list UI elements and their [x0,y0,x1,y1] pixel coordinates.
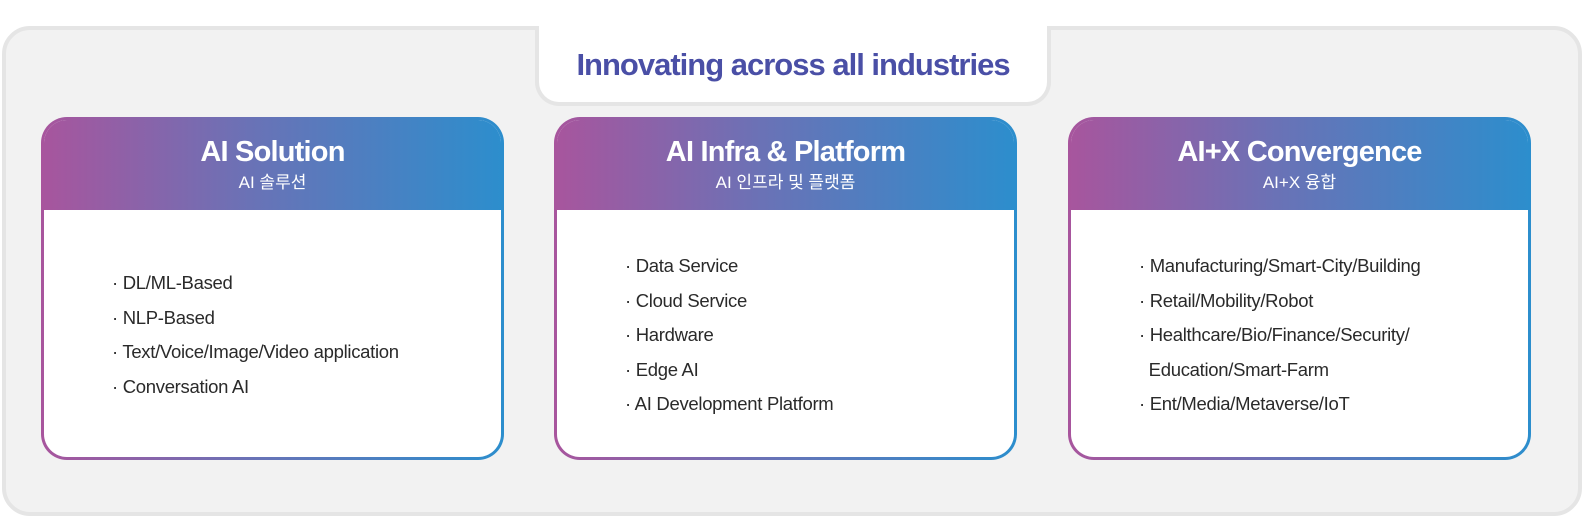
card-subtitle: AI 솔루션 [238,172,307,192]
list-item: · Retail/Mobility/Robot [1139,289,1314,311]
card-subtitle: AI 인프라 및 플랫폼 [715,172,856,192]
page-title: Innovating across all industries [576,47,1010,82]
list-item: · Data Service [625,255,739,276]
card-body: AI Solution AI 솔루션 · DL/ML-Based · NLP-B… [44,120,501,457]
card-title: AI Solution [200,135,345,168]
list-item: · Hardware [625,324,714,345]
card-subtitle: AI+X 융합 [1262,172,1337,192]
card-header: AI+X Convergence AI+X 융합 [1071,120,1528,210]
list-item: · Conversation AI [112,375,249,397]
list-item: · DL/ML-Based [112,272,233,293]
list-item: · NLP-Based [112,306,215,328]
list-item: · Cloud Service [625,289,747,311]
card-header: AI Infra & Platform AI 인프라 및 플랫폼 [557,120,1014,210]
card-body: AI+X Convergence AI+X 융합 · Manufacturing… [1071,120,1528,457]
list-item: · AI Development Platform [625,393,834,414]
card-title: AI+X Convergence [1177,135,1422,168]
title-tab: Innovating across all industries [535,26,1051,106]
card-item-list: · Manufacturing/Smart-City/Building · Re… [1139,249,1421,422]
card-header: AI Solution AI 솔루션 [44,120,501,210]
list-item: · Edge AI [625,358,699,380]
list-item: · Text/Voice/Image/Video application [112,341,399,362]
card-item-list: · DL/ML-Based · NLP-Based · Text/Voice/I… [112,266,399,404]
list-item: · Manufacturing/Smart-City/Building [1139,255,1421,276]
card-title: AI Infra & Platform [665,135,906,168]
list-item: · Healthcare/Bio/Finance/Security/ [1139,324,1410,345]
card-ai-x-convergence: AI+X Convergence AI+X 융합 · Manufacturing… [1068,117,1531,460]
card-item-list: · Data Service · Cloud Service · Hardwar… [625,249,834,422]
card-ai-solution: AI Solution AI 솔루션 · DL/ML-Based · NLP-B… [41,117,504,460]
list-item: Education/Smart-Farm [1139,358,1329,380]
card-ai-infra-platform: AI Infra & Platform AI 인프라 및 플랫폼 · Data … [554,117,1017,460]
card-body: AI Infra & Platform AI 인프라 및 플랫폼 · Data … [557,120,1014,457]
list-item: · Ent/Media/Metaverse/IoT [1139,393,1350,414]
